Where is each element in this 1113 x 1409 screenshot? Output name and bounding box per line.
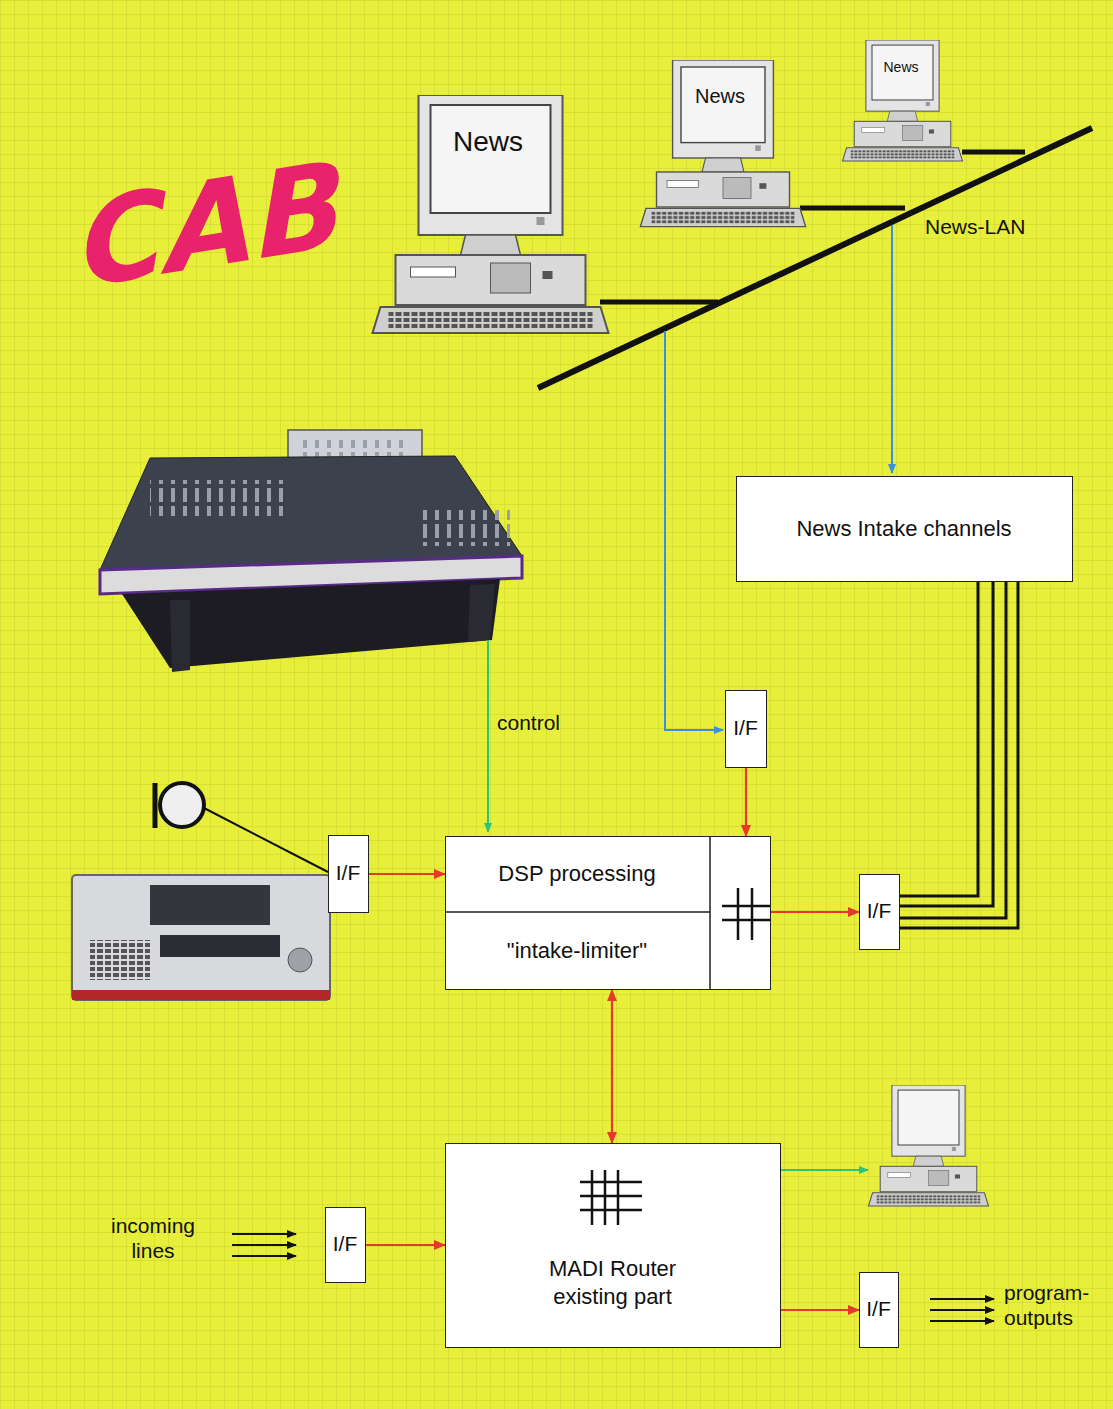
signal-connector [366, 1245, 445, 1246]
signal-connector [612, 990, 613, 1143]
text-area: "intake-limiter" [445, 912, 710, 990]
intake-box: News Intake channels [736, 476, 1073, 582]
interface-box: I/F [859, 874, 900, 950]
text-area: I/F [328, 835, 369, 913]
screen-text: News [680, 84, 760, 108]
signal-label: incoming lines [100, 1213, 206, 1263]
signal-connector [781, 1310, 859, 1311]
connector-line [781, 1309, 859, 1311]
signal-label: control [497, 710, 587, 735]
connector-line [745, 768, 747, 836]
text-area: I/F [859, 874, 900, 950]
connector-line [900, 582, 993, 906]
box-text: DSP processing [498, 860, 655, 888]
connector-line [771, 911, 859, 913]
connector-line [900, 582, 1018, 928]
screen-text: News [876, 59, 926, 76]
box-text: MADI Router existing part [510, 1255, 716, 1310]
box-text: I/F [733, 715, 758, 741]
connector-line [900, 582, 978, 896]
box-text: I/F [867, 898, 892, 924]
connector-line [369, 873, 445, 875]
router-box: MADI Router existing part [445, 1143, 781, 1348]
text-area: I/F [725, 690, 767, 768]
text-area: I/F [325, 1207, 366, 1283]
signal-connector [746, 768, 747, 836]
signal-connector [369, 874, 445, 875]
text-area: News Intake channels [736, 476, 1073, 582]
connector-line [900, 582, 1006, 918]
screen-text: News [432, 125, 544, 159]
interface-box: I/F [325, 1207, 366, 1283]
interface-box: I/F [328, 835, 369, 913]
text-area: MADI Router existing part [505, 1243, 721, 1323]
box-text: I/F [333, 1231, 358, 1257]
network-label: News-LAN [925, 214, 1045, 239]
interface-box: I/F [725, 690, 767, 768]
box-text: I/F [336, 860, 361, 886]
signal-connector [900, 582, 1018, 928]
box-text: "intake-limiter" [507, 937, 647, 965]
text-area: I/F [859, 1272, 899, 1348]
connector-line [611, 990, 613, 1143]
signal-label: program- outputs [1004, 1280, 1100, 1330]
interface-box: I/F [859, 1272, 899, 1348]
box-text: I/F [866, 1296, 891, 1322]
dsp-box: DSP processing "intake-limiter" [445, 836, 771, 990]
text-area: DSP processing [445, 836, 710, 912]
box-text: News Intake channels [796, 515, 1011, 543]
signal-connector [771, 912, 859, 913]
connector-line [366, 1244, 445, 1246]
